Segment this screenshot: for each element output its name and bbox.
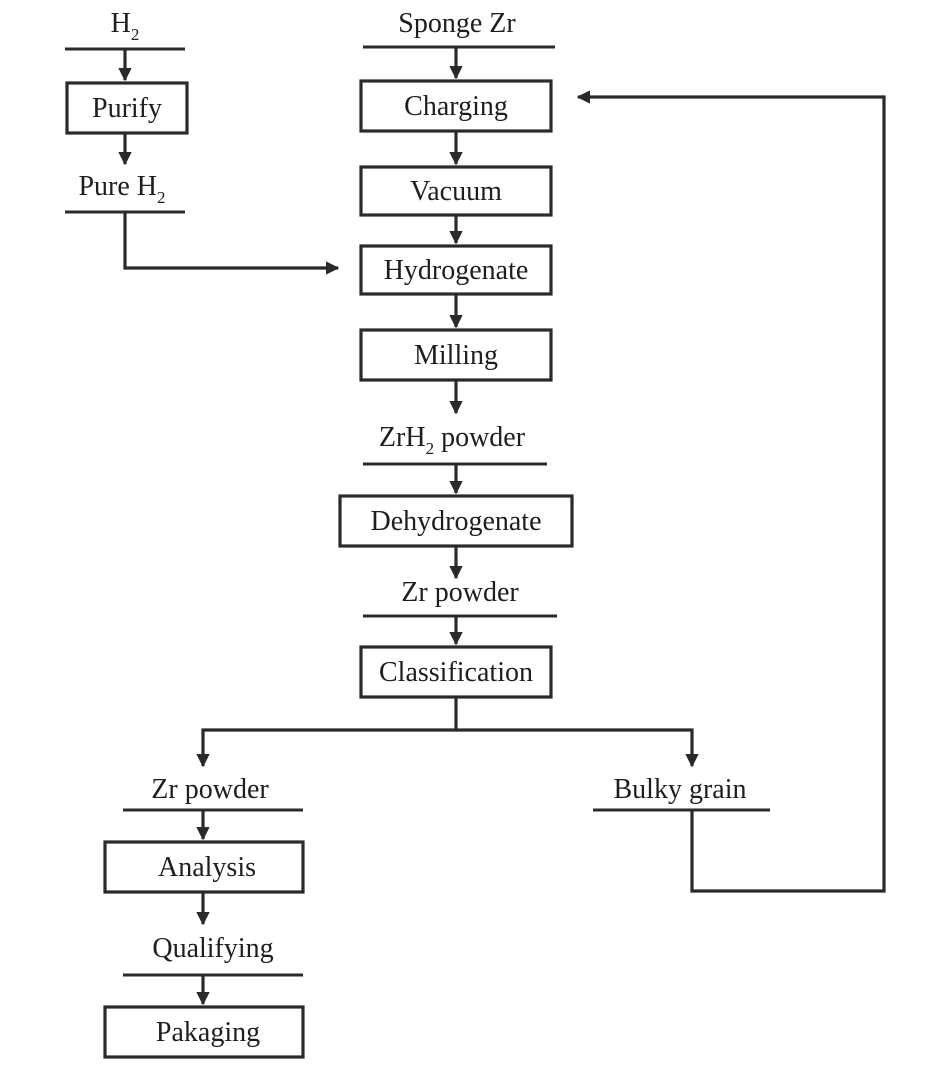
label-pure-h2-main: Pure H: [78, 171, 157, 202]
label-qualifying: Qualifying: [152, 933, 273, 964]
step-vacuum: Vacuum: [359, 165, 553, 217]
label-qualifying-text: Qualifying: [152, 933, 273, 964]
label-bulky-grain-text: Bulky grain: [614, 774, 747, 805]
step-vacuum-label: Vacuum: [410, 176, 502, 207]
arrow-bulky-grain-recycle-to-charging: [576, 90, 886, 893]
step-analysis-label: Analysis: [158, 852, 256, 883]
label-zr-powder-main: Zr powder: [401, 577, 519, 608]
step-milling-label: Milling: [414, 340, 498, 371]
step-packaging: Pakaging: [103, 1005, 305, 1059]
step-purify-label: Purify: [92, 93, 162, 124]
label-zr-powder-product: Zr powder: [151, 774, 269, 805]
step-hydrogenate: Hydrogenate: [359, 244, 553, 296]
step-dehydrogenate: Dehydrogenate: [338, 494, 574, 548]
connector-classification-to-bulky: [456, 728, 699, 768]
step-purify: Purify: [65, 81, 189, 135]
label-h2-sub: 2: [131, 25, 140, 44]
svg-text:H2: H2: [111, 8, 140, 44]
label-zrh2-rest: powder: [434, 422, 526, 453]
step-classification: Classification: [359, 645, 553, 699]
label-bulky-grain: Bulky grain: [614, 774, 747, 805]
svg-text:Pure H2: Pure H2: [78, 171, 165, 207]
label-zr-powder-product-text: Zr powder: [151, 774, 269, 805]
connector-classification-split: [196, 697, 458, 768]
label-zr-powder-main-text: Zr powder: [401, 577, 519, 608]
step-classification-label: Classification: [379, 657, 533, 688]
label-sponge-zr: Sponge Zr: [398, 8, 516, 39]
label-h2-main: H: [111, 8, 131, 39]
step-milling: Milling: [359, 328, 553, 382]
label-pure-h2: Pure H2: [78, 171, 165, 207]
svg-text:ZrH2 powder: ZrH2 powder: [379, 422, 526, 458]
step-charging: Charging: [359, 79, 553, 133]
arrow-pure-h2-to-hydrogenate: [123, 212, 340, 275]
step-dehydrogenate-label: Dehydrogenate: [370, 506, 541, 537]
label-h2: H2: [111, 8, 140, 44]
label-zrh2-powder: ZrH2 powder: [379, 422, 526, 458]
label-pure-h2-sub: 2: [157, 188, 166, 207]
label-zrh2-sub: 2: [426, 439, 435, 458]
step-packaging-label: Pakaging: [156, 1017, 260, 1048]
step-analysis: Analysis: [103, 840, 305, 894]
step-charging-label: Charging: [404, 91, 508, 122]
label-sponge-zr-text: Sponge Zr: [398, 8, 516, 39]
step-hydrogenate-label: Hydrogenate: [384, 255, 529, 286]
label-zrh2-main: ZrH: [379, 422, 426, 453]
